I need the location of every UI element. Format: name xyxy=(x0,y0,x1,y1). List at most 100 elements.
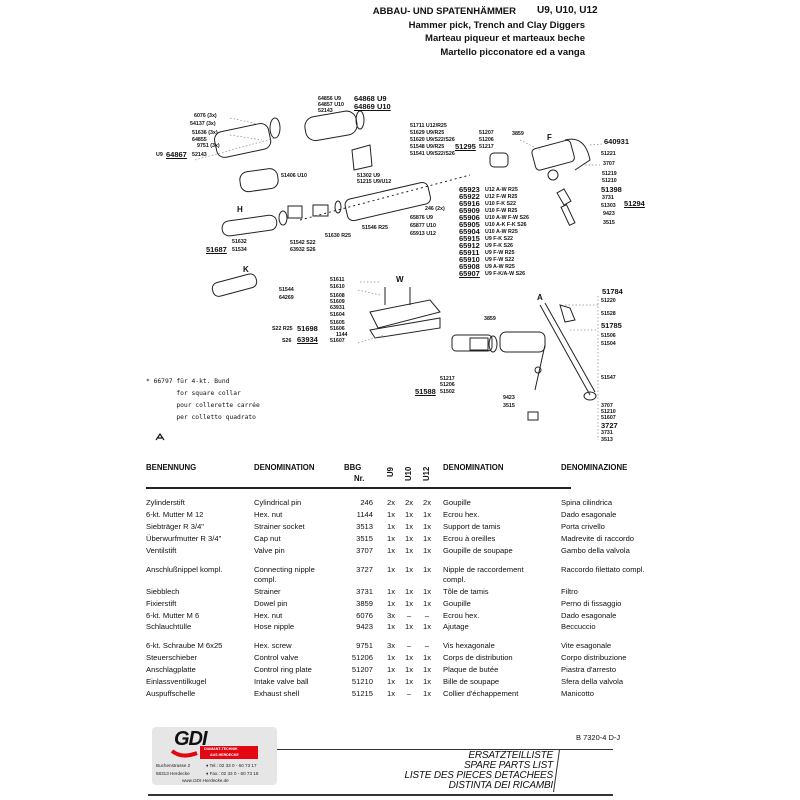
callout: 51215 U9/U12 xyxy=(357,179,392,185)
col-header-de: BENENNUNG xyxy=(146,463,197,472)
cell-u10: 1x xyxy=(404,565,414,574)
callout: 51629 U9/R25 xyxy=(410,130,445,136)
callout-suffix: U9 F-W R25 xyxy=(485,250,515,256)
cell-u12: 2x xyxy=(422,498,432,507)
cell-it: Corpo distribuzione xyxy=(561,653,627,662)
cell-u10: – xyxy=(406,611,412,620)
cell-fr: Goupille xyxy=(443,599,471,608)
callout: 51785 xyxy=(601,321,622,330)
cell-fr: Support de tamis xyxy=(443,522,501,531)
callout: 65907 xyxy=(459,269,480,278)
callout: 51604 xyxy=(330,312,345,318)
callout: 51294 xyxy=(624,199,645,208)
part-51546 xyxy=(334,200,342,214)
cell-u12: 1x xyxy=(422,622,432,631)
cell-en: Intake valve ball xyxy=(254,677,309,686)
callout: 51548 U9/R25 xyxy=(410,144,445,150)
cell-it: Piastra d'arresto xyxy=(561,665,617,674)
cell-fr: Collier d'échappement xyxy=(443,689,519,698)
company-logo-block: GDI DIAMANT-TECHNIK AUS HERDECKE Buchens… xyxy=(152,727,277,785)
cell-nr: 3513 xyxy=(356,522,373,531)
cell-u10: 1x xyxy=(404,546,414,555)
cell-u10: – xyxy=(406,641,412,650)
callout: 51542 S22 xyxy=(290,240,316,246)
callout-suffix: U12 A-W R25 xyxy=(485,187,518,193)
cell-fr: Ecrou hex. xyxy=(443,611,480,620)
callout: 65908 xyxy=(459,262,480,271)
callout: 3731 xyxy=(601,430,613,436)
footer-title-en: SPARE PARTS LIST xyxy=(463,760,553,771)
callout: 51547 xyxy=(601,375,616,381)
cell-u12: 1x xyxy=(422,534,432,543)
callout: 64857 U10 xyxy=(318,102,344,108)
cell-u12: 1x xyxy=(422,565,432,574)
cell-en: Valve pin xyxy=(254,546,285,555)
cell-de: Überwurfmutter R 3/4" xyxy=(146,534,222,543)
logo-tagline-2: AUS HERDECKE xyxy=(210,753,239,757)
callout: 65909 xyxy=(459,206,480,215)
callout: 9423 xyxy=(503,395,515,401)
cell-u9: 1x xyxy=(386,665,396,674)
callout: 64869 U10 xyxy=(354,102,391,111)
cell-nr: 3727 xyxy=(356,565,373,574)
cell-nr: 246 xyxy=(360,498,373,507)
callout: 65923 xyxy=(459,185,480,194)
svg-text:GDI: GDI xyxy=(174,728,208,750)
callout: A xyxy=(537,293,543,302)
callout: 64856 U9 xyxy=(318,96,341,102)
callout: 3731 xyxy=(602,195,614,201)
cell-u10: 1x xyxy=(404,653,414,662)
callout: S22 R25 xyxy=(272,326,293,332)
callout: 51302 U9 xyxy=(357,173,380,179)
cell-nr: 6076 xyxy=(356,611,373,620)
callout-suffix: U9 F-K S22 xyxy=(485,236,513,242)
title-de: ABBAU- UND SPATENHÄMMER xyxy=(372,6,516,17)
cell-u9: 1x xyxy=(386,565,396,574)
cell-en: Cap nut xyxy=(254,534,281,543)
callout: 51504 xyxy=(601,341,616,347)
cell-it: Sfera della valvola xyxy=(561,677,624,686)
cell-it: Perno di fissaggio xyxy=(561,599,622,608)
cell-de: Zylinderstift xyxy=(146,498,185,507)
callout: 51541 U9/S22/S26 xyxy=(410,151,455,157)
cell-u9: 1x xyxy=(386,546,396,555)
callout: 65876 U9 xyxy=(410,215,433,221)
callout: H xyxy=(237,205,243,214)
cell-en: Strainer socket xyxy=(254,522,305,531)
title-en: Hammer pick, Trench and Clay Diggers xyxy=(408,20,585,31)
callout: 9423 xyxy=(603,211,615,217)
callout: 51528 xyxy=(601,311,616,317)
callout: 51534 xyxy=(232,247,247,253)
cell-u9: 1x xyxy=(386,534,396,543)
cell-u10: 1x xyxy=(404,677,414,686)
cell-u10: 1x xyxy=(404,665,414,674)
cell-u12: 1x xyxy=(422,522,432,531)
shape-symbol-icon xyxy=(155,433,165,441)
website-link[interactable]: www.GDI-Herdecke.de xyxy=(182,778,229,783)
cell-fr: Goupille xyxy=(443,498,471,507)
cell-u12: 1x xyxy=(422,689,432,698)
callout: 51502 xyxy=(440,389,455,395)
callout: 64868 U9 xyxy=(354,94,387,103)
footer-title-it: DISTINTA DEI RICAMBI xyxy=(448,780,554,791)
callout: 51607 xyxy=(601,415,616,421)
cell-fr: Ecrou hex. xyxy=(443,510,480,519)
models: U9, U10, U12 xyxy=(537,5,598,16)
cell-de: Steuerschieber xyxy=(146,653,198,662)
callout: 51406 U10 xyxy=(281,173,307,179)
callout-suffix: U9 F-K S26 xyxy=(485,243,513,249)
callout: 52143 xyxy=(192,152,207,158)
part-head-u9 xyxy=(214,117,281,158)
callout: 51711 U12/R25 xyxy=(410,123,447,129)
cell-fr: Nipple de raccordement xyxy=(443,565,524,574)
part-main-body xyxy=(299,174,471,222)
gdi-logo: GDI xyxy=(170,728,258,759)
callout: 54137 (3x) xyxy=(190,121,216,127)
square-collar-note: * 66797 für 4-kt. Bund for square collar… xyxy=(146,378,260,421)
callout: W xyxy=(396,275,404,284)
part-cylinder-top xyxy=(304,110,365,142)
